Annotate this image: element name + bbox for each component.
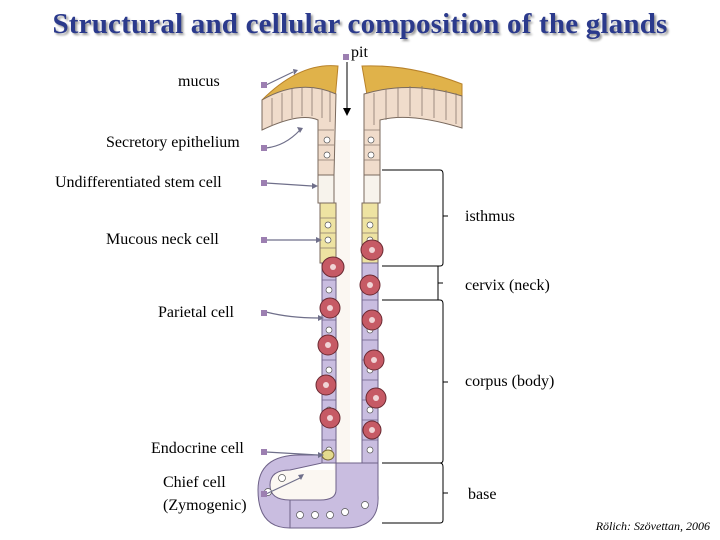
- bullet-pit: [343, 54, 349, 60]
- bullet-chief: [261, 491, 267, 497]
- bracket-base: [382, 462, 444, 524]
- label-chief-cell: Chief cell: [163, 474, 226, 491]
- region-corpus: corpus (body): [465, 373, 555, 390]
- source-credit: Rölich: Szövettan, 2006: [595, 519, 710, 533]
- bullet-mucus: [261, 82, 267, 88]
- label-secretory-epithelium: Secretory epithelium: [106, 134, 240, 151]
- region-cervix: cervix (neck): [465, 277, 550, 294]
- gastric-gland: [257, 65, 463, 529]
- diagram-title: Structural and cellular composition of t…: [52, 8, 668, 40]
- label-mucus: mucus: [178, 73, 220, 90]
- bullet-neck: [261, 237, 267, 243]
- bullet-stem: [261, 180, 267, 186]
- label-endocrine-cell: Endocrine cell: [151, 440, 244, 457]
- bracket-isthmus: [382, 169, 444, 267]
- bullet-parietal: [261, 310, 267, 316]
- bullet-endocrine: [261, 449, 267, 455]
- region-brackets: [382, 169, 444, 524]
- label-parietal-cell: Parietal cell: [158, 304, 234, 321]
- bracket-cervix: [382, 265, 439, 301]
- region-base: base: [468, 486, 497, 503]
- bracket-corpus: [382, 299, 444, 464]
- pit-pointer: [343, 62, 351, 116]
- label-chief-cell-zymogenic: (Zymogenic): [163, 497, 247, 514]
- label-pit: pit: [351, 44, 368, 61]
- region-isthmus: isthmus: [465, 208, 515, 225]
- pointer-arrows: [265, 71, 319, 495]
- label-mucous-neck-cell: Mucous neck cell: [106, 231, 219, 248]
- label-stem-cell: Undifferentiated stem cell: [55, 174, 222, 191]
- bullet-secretory: [261, 145, 267, 151]
